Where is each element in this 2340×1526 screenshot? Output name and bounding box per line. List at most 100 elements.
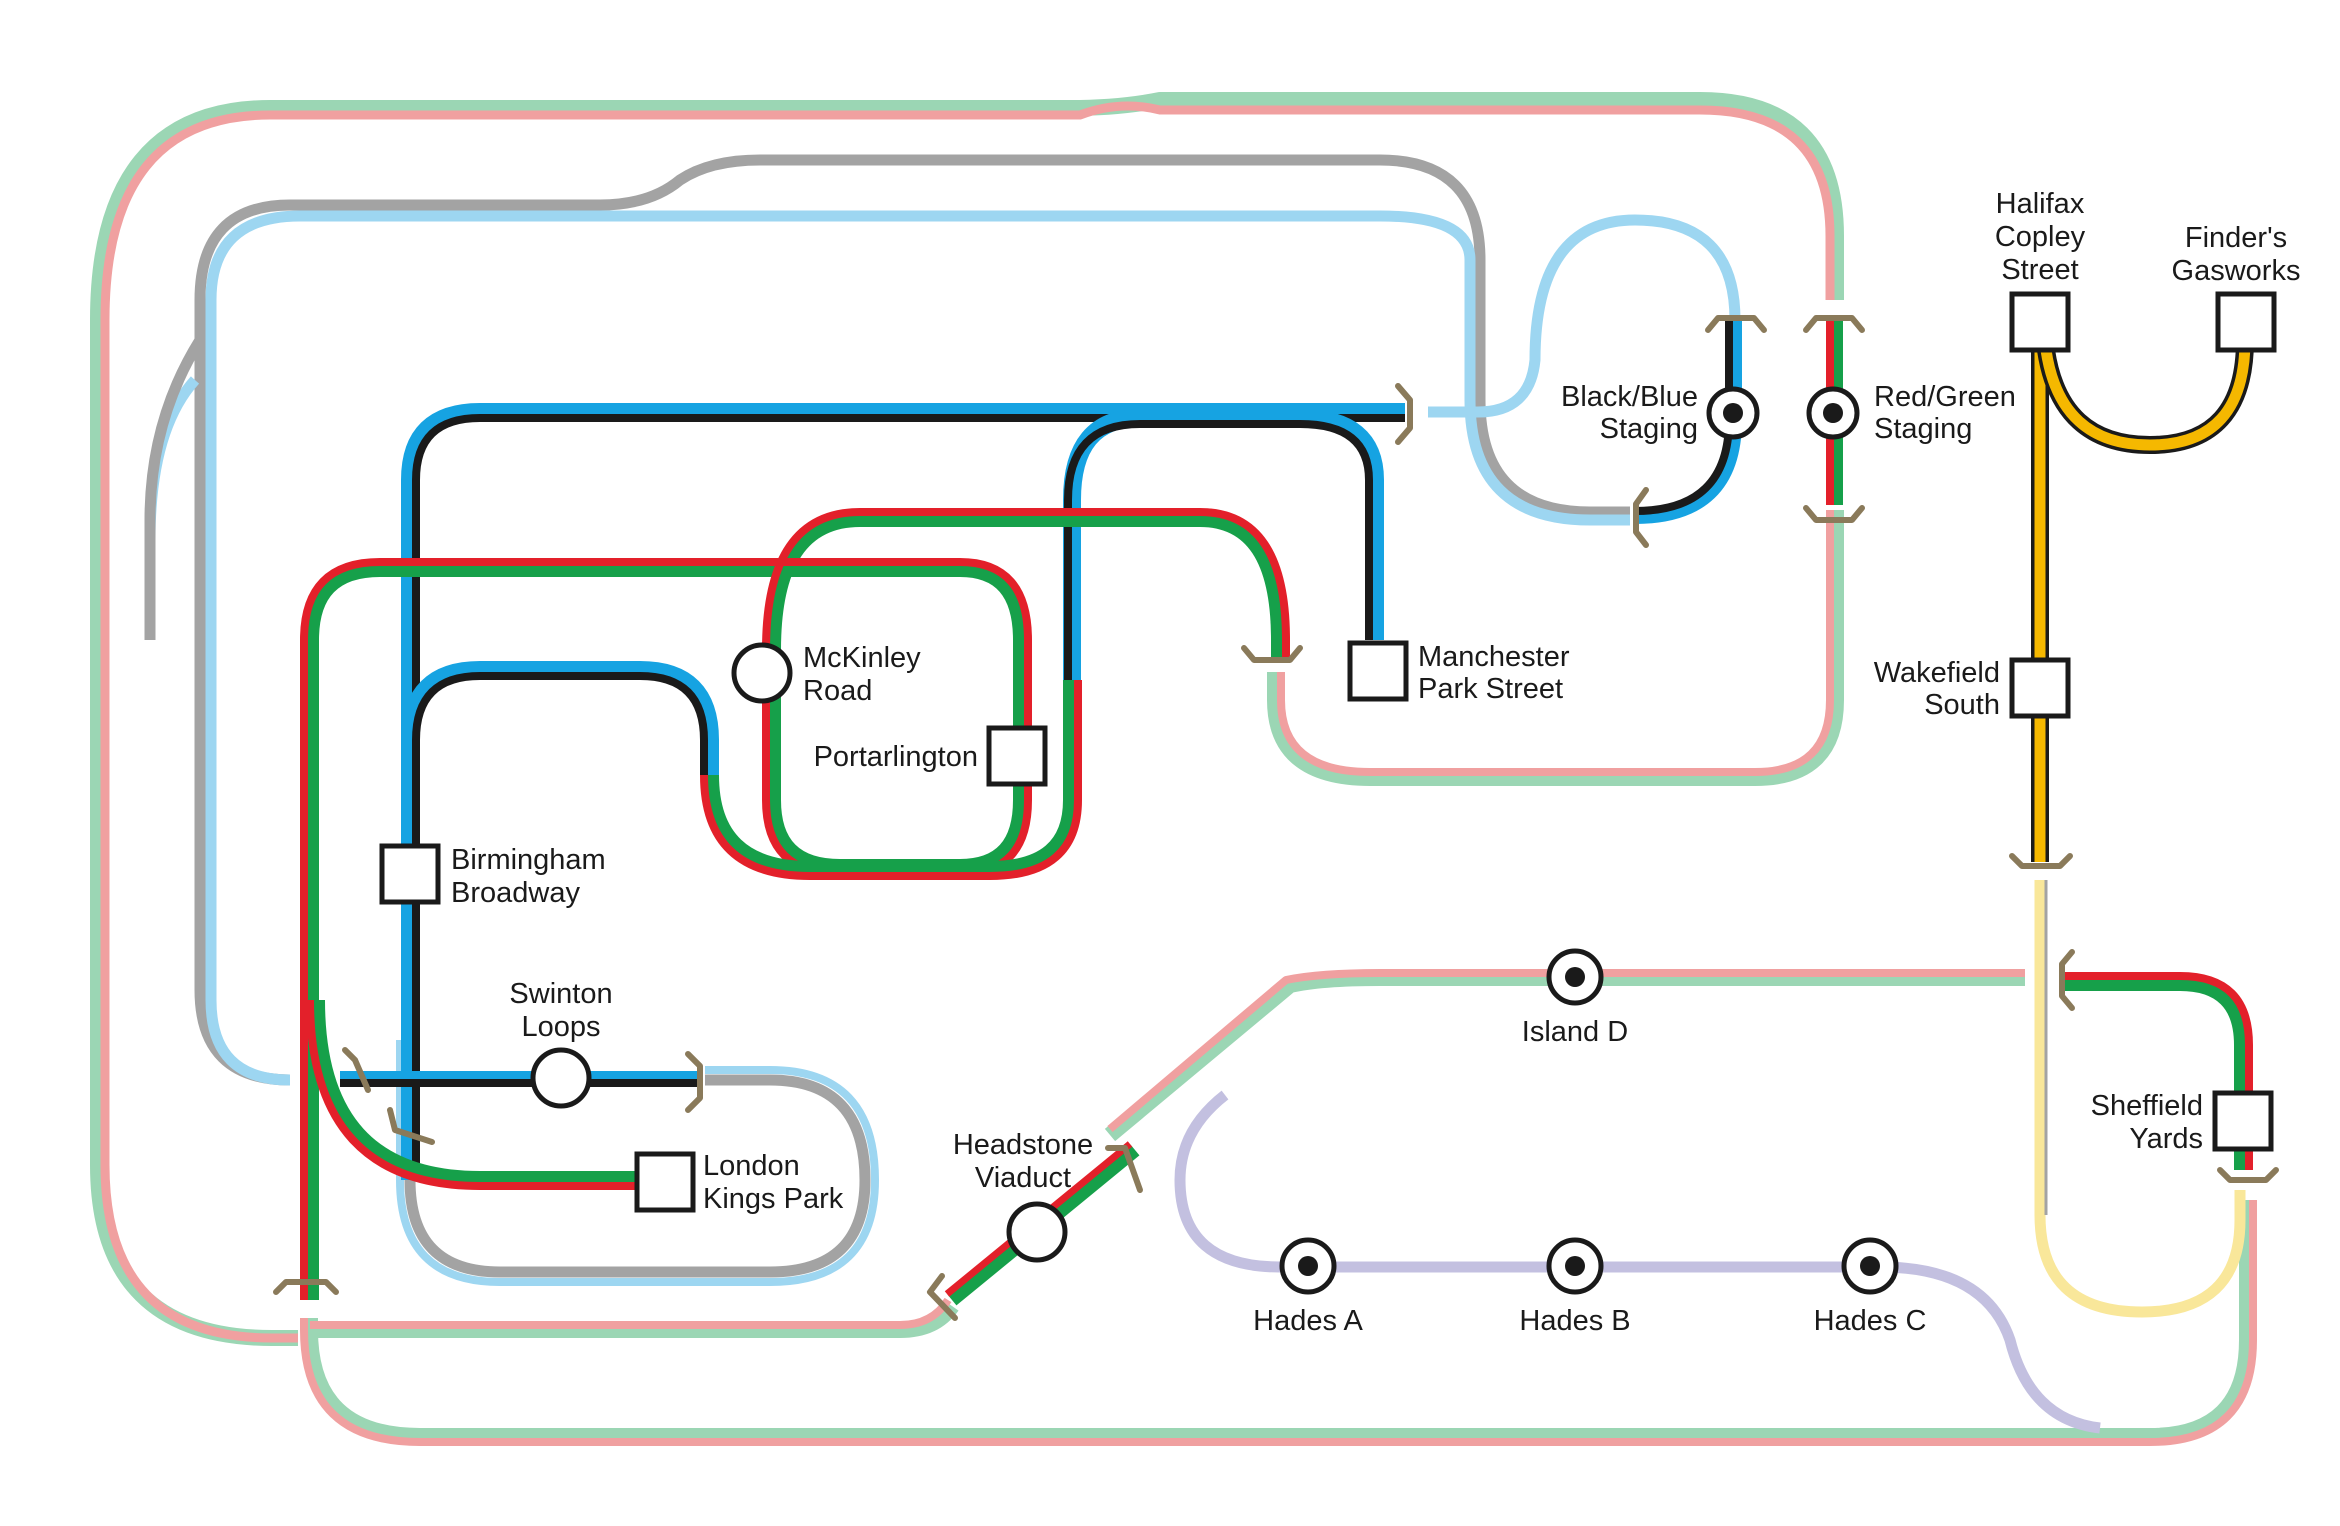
station-dot xyxy=(1823,403,1843,423)
station-birmingham-broadway[interactable] xyxy=(379,843,441,905)
blue-top xyxy=(401,403,1405,1180)
station-london-kings-park[interactable] xyxy=(634,1151,696,1213)
station-label: Broadway xyxy=(451,877,580,909)
grey-upper-left xyxy=(144,337,205,640)
bottom-grey-loop xyxy=(404,1040,871,1278)
station-headstone-viaduct[interactable] xyxy=(1006,1201,1068,1263)
station-label: Street xyxy=(2001,254,2078,286)
station-sheffield-yards[interactable] xyxy=(2212,1090,2274,1152)
island-line-pink xyxy=(1107,969,2025,1133)
grey-blue-loop-line xyxy=(144,154,1741,1286)
points-marker xyxy=(2059,949,2075,1011)
black-top xyxy=(412,414,1405,1180)
station-portarlington[interactable] xyxy=(986,725,1048,787)
station-swinton-loops[interactable] xyxy=(530,1047,592,1109)
connector-pink xyxy=(310,1297,952,1329)
bottom-lightblue-loop xyxy=(396,1040,879,1286)
points-marker xyxy=(273,1279,339,1295)
station-label: Viaduct xyxy=(975,1162,1071,1194)
sheffield-line xyxy=(2065,972,2253,1170)
station-label: Kings Park xyxy=(703,1183,844,1215)
green-london-curve xyxy=(307,999,640,1189)
red-portarlington-loop xyxy=(700,680,1082,880)
yellow-branch xyxy=(2040,339,2251,451)
station-label: Birmingham xyxy=(451,844,606,876)
sheffield-red xyxy=(2065,972,2253,1170)
red-london-curve xyxy=(306,999,640,1190)
station-dot xyxy=(1860,1256,1880,1276)
right-loop-mint xyxy=(1267,510,1844,786)
station-label: Copley xyxy=(1995,221,2086,253)
points-marker xyxy=(685,1051,703,1113)
lower-loop-pink xyxy=(300,1200,2257,1446)
points-marker xyxy=(2217,1167,2279,1183)
lower-loop-mint xyxy=(302,1200,2255,1444)
station-finders-gasworks[interactable] xyxy=(2215,291,2277,353)
station-label: Island D xyxy=(1522,1016,1628,1048)
station-label: Hades B xyxy=(1519,1305,1630,1337)
points-marker xyxy=(1633,487,1649,548)
station-label: McKinley xyxy=(803,642,921,674)
station-label: South xyxy=(1924,689,2000,721)
station-label: Headstone xyxy=(953,1129,1093,1161)
green-portarlington-loop xyxy=(701,680,1081,879)
blue-inner xyxy=(1063,408,1384,680)
station-label: Swinton xyxy=(509,978,612,1010)
points-marker xyxy=(1105,1145,1143,1193)
points-marker xyxy=(1241,645,1303,663)
blue-birmingham-hook xyxy=(401,661,719,775)
station-label: Road xyxy=(803,675,872,707)
points-marker xyxy=(1803,505,1865,523)
station-halifax[interactable] xyxy=(2009,291,2071,353)
station-label: Park Street xyxy=(1418,673,1563,705)
lightblue-loop xyxy=(205,210,1630,1086)
station-label: Staging xyxy=(1600,413,1698,445)
station-label: Staging xyxy=(1874,413,1972,445)
points-markers xyxy=(273,315,2279,1321)
staging-loop-lightblue xyxy=(1428,214,1741,418)
station-dot xyxy=(1298,1256,1318,1276)
black-blue-line xyxy=(340,320,1742,1180)
lightyellow-loop xyxy=(2034,880,2246,1318)
station-label: Hades A xyxy=(1253,1305,1363,1337)
yellow-line xyxy=(2031,339,2254,1318)
grey-loop xyxy=(194,154,1630,1086)
station-label: Yards xyxy=(2129,1123,2203,1155)
points-marker xyxy=(2009,853,2073,869)
station-mckinley-road[interactable] xyxy=(731,642,793,704)
station-label: Manchester xyxy=(1418,641,1570,673)
island-line-mint xyxy=(1104,970,2025,1142)
station-dot xyxy=(1723,403,1743,423)
outer-loop-line xyxy=(90,92,2257,1446)
points-marker xyxy=(1705,315,1767,333)
station-wakefield-south[interactable] xyxy=(2009,657,2071,719)
points-marker xyxy=(1395,383,1413,445)
points-marker xyxy=(1803,315,1865,333)
red-green-line xyxy=(300,320,1843,1306)
station-label: Wakefield xyxy=(1874,657,2000,689)
station-label: Sheffield xyxy=(2091,1090,2203,1122)
station-label: Loops xyxy=(521,1011,600,1043)
station-dot xyxy=(1565,967,1585,987)
station-label: Hades C xyxy=(1814,1305,1927,1337)
black-inner xyxy=(1064,420,1373,680)
sheffield-green xyxy=(2065,979,2246,1170)
station-label: Black/Blue xyxy=(1561,381,1698,413)
station-label: Gasworks xyxy=(2172,255,2301,287)
outer-loop-mint xyxy=(90,92,1844,1346)
outer-loop-pink xyxy=(100,101,1835,1343)
station-dot xyxy=(1565,1256,1585,1276)
points-marker xyxy=(387,1107,435,1145)
station-label: Portarlington xyxy=(814,741,978,773)
station-manchester-park-street[interactable] xyxy=(1347,640,1409,702)
right-loop-pink xyxy=(1277,510,1834,776)
station-label: Red/Green xyxy=(1874,381,2016,413)
points-marker xyxy=(342,1047,371,1093)
points-marker xyxy=(927,1273,958,1321)
black-birmingham-hook xyxy=(412,672,708,775)
station-label: Halifax xyxy=(1996,188,2085,220)
lightblue-upper xyxy=(144,376,200,640)
station-label: Finder's xyxy=(2185,222,2287,254)
station-label: London xyxy=(703,1150,800,1182)
